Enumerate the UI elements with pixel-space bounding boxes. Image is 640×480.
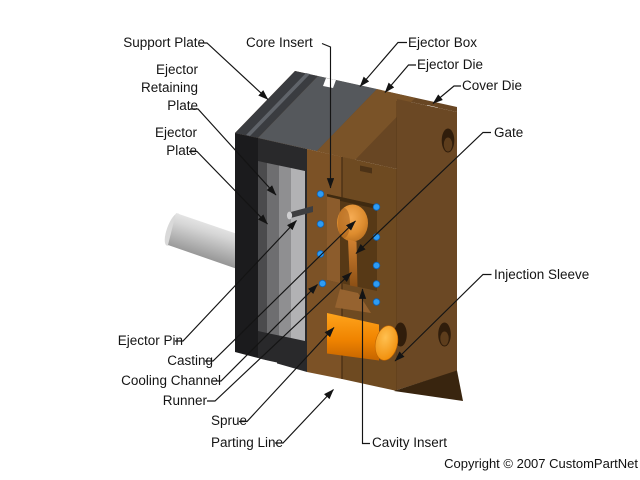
label-cooling-channel: Cooling Channel <box>121 373 221 388</box>
ejector-plate-face <box>258 161 267 333</box>
leader-casting <box>205 220 356 362</box>
rod-body <box>168 213 252 271</box>
label-casting: Casting <box>167 353 213 368</box>
keyway-notch <box>360 165 372 174</box>
support-plate-face <box>279 165 291 338</box>
bolt-hole-top-inner <box>443 137 453 152</box>
copyright-text: Copyright © 2007 CustomPartNet <box>444 456 638 471</box>
leader-cooling-channel <box>213 284 318 382</box>
label-sprue: Sprue <box>210 413 247 428</box>
leader-ejector-plate <box>189 150 268 225</box>
label-gate: Gate <box>494 125 524 140</box>
leader-core-insert <box>321 42 335 189</box>
ejector-die-top-face <box>317 89 415 160</box>
label-ejector-box: Ejector Box <box>408 35 478 50</box>
label-support-plate: Support Plate <box>123 35 205 50</box>
ejector-pin-end <box>286 211 293 220</box>
label-runner: Runner <box>162 393 207 408</box>
leader-ejector-pin <box>175 220 297 342</box>
leader-cover-die <box>432 85 461 104</box>
bottom-notch <box>263 359 277 370</box>
label-ejector-plate: Ejector Plate <box>154 125 197 158</box>
label-ejector-retaining-plate: Ejector Retaining Plate <box>140 62 198 113</box>
leader-runner <box>207 272 352 402</box>
cavity-area <box>327 194 377 313</box>
label-parting-line: Parting Line <box>210 435 283 450</box>
leader-ejector-box <box>359 41 407 87</box>
molten-metal-in-sleeve <box>327 313 379 361</box>
cover-die-bottom-edge <box>394 370 463 401</box>
leader-parting-line <box>275 389 334 444</box>
cooling-channel-dot <box>372 261 381 270</box>
cooling-channel-dot <box>316 250 325 258</box>
cooling-channel-dot <box>316 220 325 228</box>
bolt-hole-bottom-right-inner <box>440 331 449 346</box>
label-core-insert: Core Insert <box>246 35 313 50</box>
top-notch-left <box>323 78 336 88</box>
leader-support-plate <box>199 42 269 100</box>
leader-ejector-die <box>384 64 416 93</box>
ejector-pin-rod <box>289 206 313 219</box>
ejector-box-assembly <box>235 133 307 372</box>
cooling-channel-dot <box>318 279 327 288</box>
cooling-channel-dot <box>372 280 381 288</box>
label-cover-die: Cover Die <box>462 78 523 93</box>
label-injection-sleeve: Injection Sleeve <box>494 267 590 282</box>
casting-shading <box>338 208 350 238</box>
label-ejector-die: Ejector Die <box>417 57 484 72</box>
leader-sprue <box>239 327 335 423</box>
label-cavity-insert: Cavity Insert <box>372 435 448 450</box>
ejector-pin-shape <box>286 206 313 220</box>
support-plate-face-light <box>291 168 305 341</box>
leader-cavity-insert <box>358 288 370 445</box>
pocket-top-shadow <box>327 194 377 209</box>
ejector-retaining-plate-face <box>267 163 279 336</box>
leader-injection-sleeve <box>394 273 492 362</box>
core-insert-face <box>327 196 340 283</box>
cooling-channel-dot <box>316 190 325 198</box>
ejector-box-front-wall <box>235 133 258 358</box>
cooling-channel-dot <box>372 298 381 306</box>
leader-lines <box>175 41 492 445</box>
support-plate-top-face <box>258 76 377 151</box>
top-face-rib <box>246 73 310 136</box>
leader-ejector-retaining-plate <box>190 108 277 196</box>
injection-sleeve-end <box>374 325 399 361</box>
leader-gate <box>355 131 491 254</box>
label-ejector-pin: Ejector Pin <box>117 333 183 348</box>
cooling-channel-dot <box>372 203 381 211</box>
